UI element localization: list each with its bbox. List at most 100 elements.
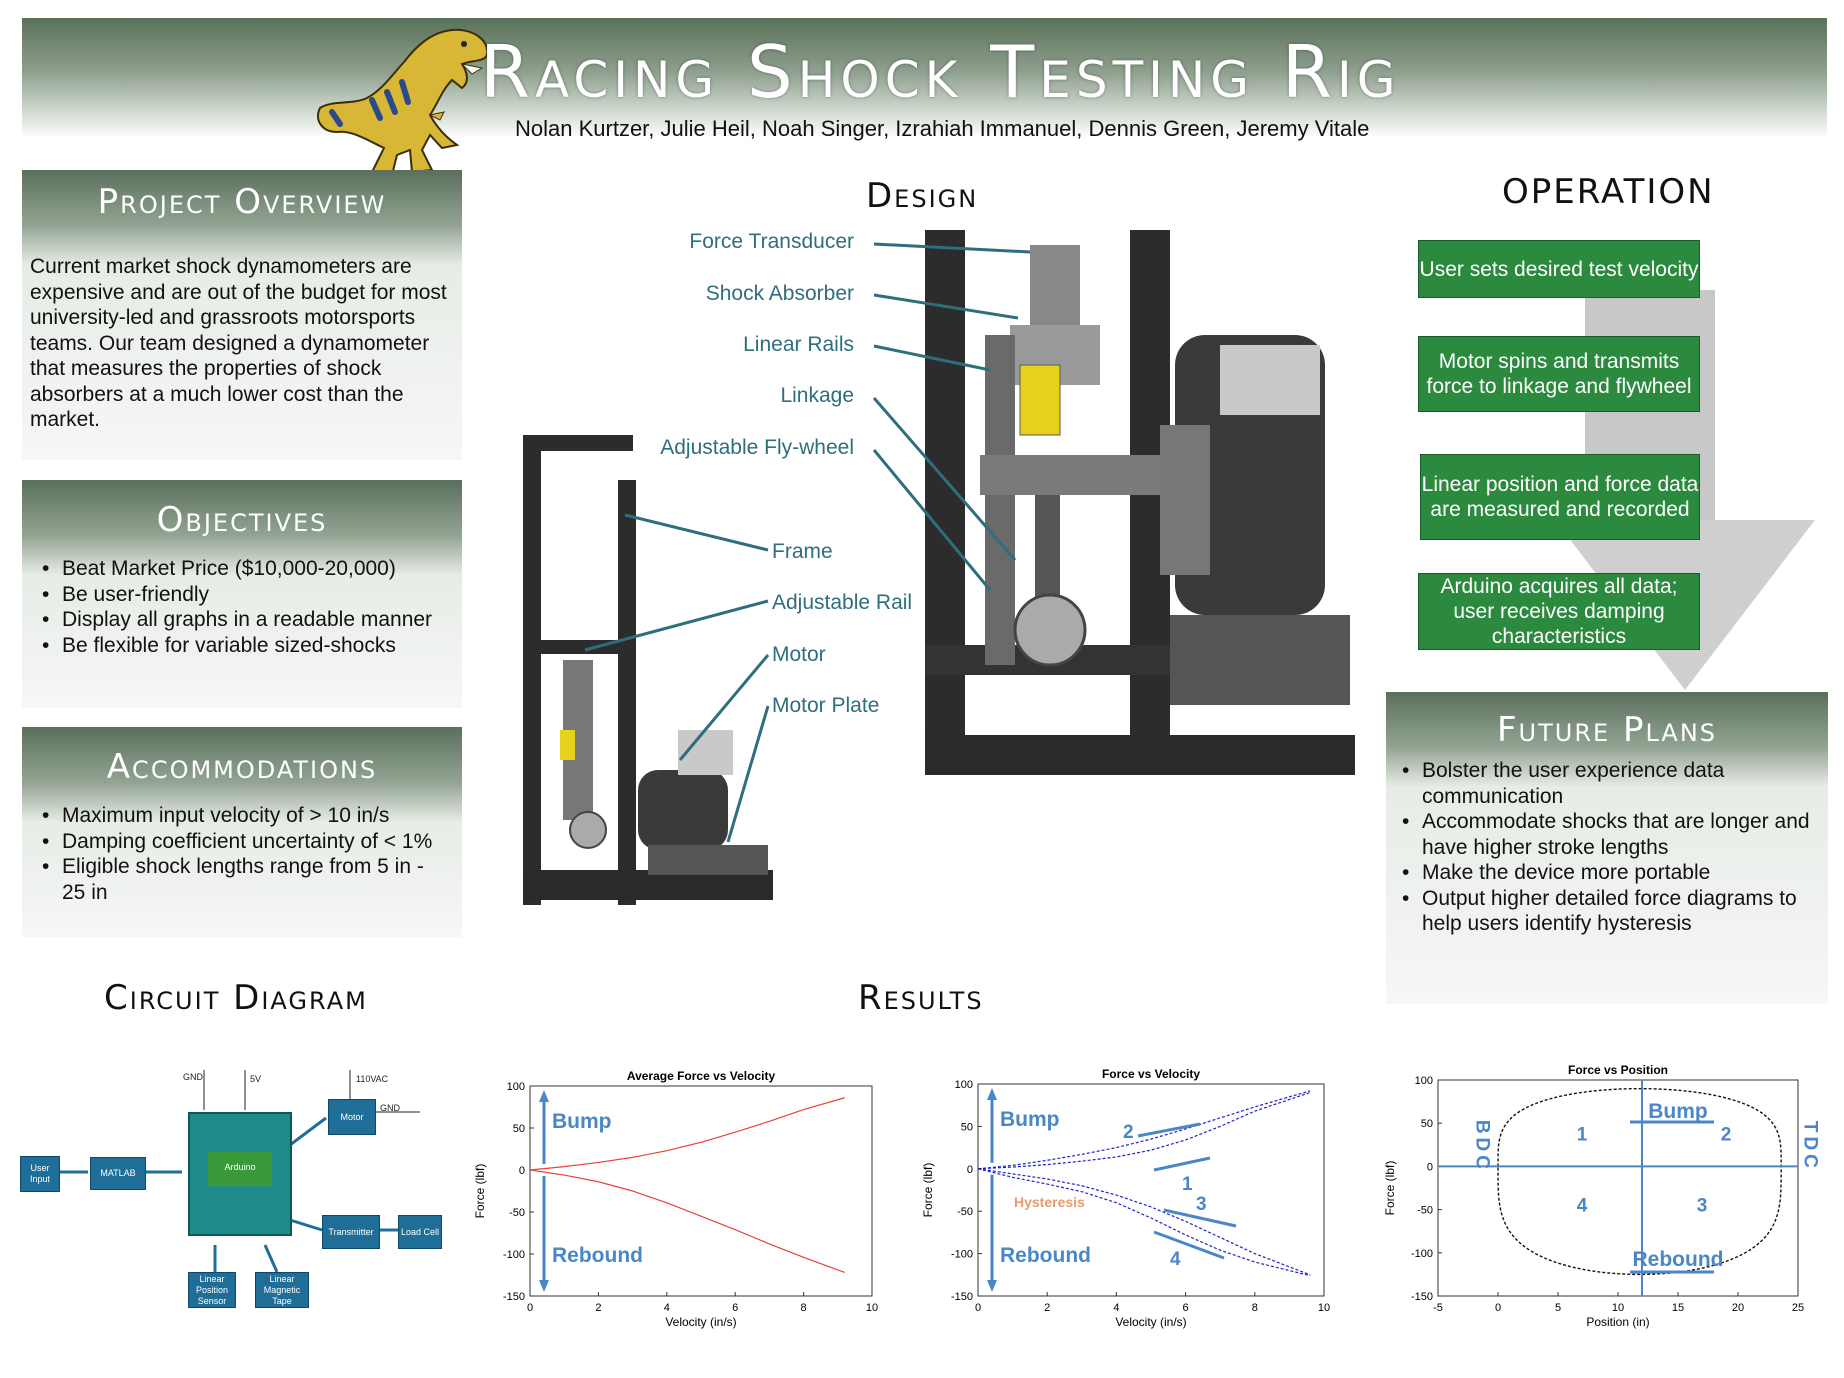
- objective-item: Beat Market Price ($10,000-20,000): [34, 556, 454, 582]
- accommodation-item: Damping coefficient uncertainty of < 1%: [34, 829, 462, 855]
- y-tick-label: -50: [509, 1207, 525, 1219]
- accommodations-title: Accommodations: [106, 747, 378, 787]
- circuit-diagram-title: Circuit Diagram: [104, 978, 368, 1018]
- chart-title: Force vs Position: [1568, 1063, 1668, 1077]
- data-series-line: [529, 1097, 845, 1171]
- x-tick-label: 10: [1612, 1302, 1624, 1314]
- rail-label-110vac: 110VAC: [356, 1074, 389, 1084]
- arduino-board: Arduino: [188, 1112, 292, 1236]
- rebound-arrowhead-icon: [987, 1280, 997, 1292]
- y-tick-label: 50: [513, 1123, 525, 1135]
- accommodation-item: Eligible shock lengths range from 5 in -…: [34, 854, 434, 905]
- y-tick-label: -100: [951, 1249, 973, 1261]
- circuit-box-motor: Motor: [328, 1099, 376, 1135]
- y-tick-label: -150: [1411, 1291, 1433, 1303]
- region-label-3: 3: [1196, 1194, 1207, 1215]
- y-tick-label: 100: [507, 1081, 525, 1093]
- y-tick-label: -150: [503, 1291, 525, 1303]
- quadrant-label-q1: 1: [1577, 1124, 1588, 1145]
- y-tick-label: 50: [961, 1121, 973, 1133]
- circuit-box-transmitter: Transmitter: [322, 1215, 380, 1249]
- y-tick-label: -50: [957, 1206, 973, 1218]
- project-overview-text: Current market shock dynamometers are ex…: [30, 255, 447, 431]
- rig-render-large: [925, 230, 1355, 775]
- x-tick-label: 4: [664, 1302, 670, 1314]
- authors: Nolan Kurtzer, Julie Heil, Noah Singer, …: [515, 116, 1370, 141]
- rebound-label: Rebound: [1000, 1244, 1091, 1267]
- x-tick-label: 8: [801, 1302, 807, 1314]
- x-tick-label: 2: [595, 1302, 601, 1314]
- label-linkage: Linkage: [780, 384, 854, 407]
- hysteresis-label: Hysteresis: [1014, 1194, 1085, 1210]
- future-plans-title: Future Plans: [1496, 710, 1718, 750]
- chart-title: Average Force vs Velocity: [627, 1069, 776, 1083]
- rail-label-gnd-2: GND: [380, 1103, 400, 1113]
- quadrant-label-q2: 2: [1721, 1124, 1732, 1145]
- label-frame: Frame: [772, 540, 833, 563]
- x-tick-label: 20: [1732, 1302, 1744, 1314]
- x-tick-label: 10: [1318, 1302, 1330, 1314]
- bump-arrowhead-icon: [539, 1090, 549, 1102]
- circuit-box-load-cell: Load Cell: [398, 1215, 442, 1249]
- objective-item: Be user-friendly: [34, 582, 454, 608]
- label-adjustable-flywheel: Adjustable Fly-wheel: [660, 436, 854, 459]
- accommodations-panel: Accommodations Maximum input velocity of…: [22, 727, 462, 937]
- direction-arrow-1-icon: [1153, 1156, 1211, 1172]
- y-axis-label: Force (lbf): [921, 1163, 935, 1218]
- tdc-label: TDC: [1800, 1121, 1821, 1172]
- x-tick-label: 8: [1252, 1302, 1258, 1314]
- y-tick-label: -150: [951, 1291, 973, 1303]
- y-tick-label: 50: [1421, 1118, 1433, 1130]
- bump-arrowhead-icon: [987, 1088, 997, 1100]
- data-series-line: [977, 1091, 1311, 1170]
- operation-title: OPERATION: [1502, 172, 1715, 212]
- rebound-label: Rebound: [552, 1244, 643, 1267]
- quadrant-label-q4: 4: [1577, 1195, 1588, 1216]
- direction-arrow-4-icon: [1153, 1230, 1225, 1260]
- y-tick-label: -100: [1411, 1248, 1433, 1260]
- label-motor-plate: Motor Plate: [772, 694, 880, 717]
- future-plan-item: Bolster the user experience data communi…: [1394, 758, 1734, 809]
- chart-title: Force vs Velocity: [1102, 1067, 1200, 1081]
- operation-step-1: User sets desired test velocity: [1418, 240, 1700, 298]
- results-title: Results: [858, 978, 984, 1018]
- objective-item: Be flexible for variable sized-shocks: [34, 633, 454, 659]
- y-tick-label: 100: [955, 1079, 973, 1091]
- y-tick-label: 0: [519, 1165, 525, 1177]
- x-tick-label: 10: [866, 1302, 878, 1314]
- x-tick-label: 6: [1183, 1302, 1189, 1314]
- arduino-chip: [208, 1152, 272, 1186]
- y-axis-label: Force (lbf): [473, 1164, 487, 1219]
- x-tick-label: 4: [1113, 1302, 1119, 1314]
- future-plan-item: Output higher detailed force diagrams to…: [1394, 886, 1824, 937]
- x-axis-label: Velocity (in/s): [1115, 1315, 1186, 1329]
- y-tick-label: -50: [1417, 1205, 1433, 1217]
- plot-area: [1437, 1079, 1799, 1297]
- bump-label: Bump: [1000, 1108, 1060, 1131]
- future-plan-item: Accommodate shocks that are longer and h…: [1394, 809, 1824, 860]
- data-series-line: [529, 1169, 845, 1274]
- operation-step-2: Motor spins and transmits force to linka…: [1418, 336, 1700, 412]
- direction-arrow-3-icon: [1163, 1208, 1237, 1228]
- circuit-box-linear-magnetic-tape: Linear Magnetic Tape: [255, 1272, 309, 1308]
- circuit-box-matlab: MATLAB: [90, 1157, 146, 1190]
- objectives-panel: Objectives Beat Market Price ($10,000-20…: [22, 480, 462, 708]
- circuit-box-linear-position-sensor: Linear Position Sensor: [188, 1272, 236, 1308]
- data-series-line: [977, 1168, 1311, 1276]
- quadrant-label-q3: 3: [1697, 1195, 1708, 1216]
- x-tick-label: -5: [1433, 1302, 1443, 1314]
- x-tick-label: 0: [975, 1302, 981, 1314]
- accommodation-item: Maximum input velocity of > 10 in/s: [34, 803, 462, 829]
- objectives-title: Objectives: [156, 500, 328, 540]
- x-tick-label: 2: [1044, 1302, 1050, 1314]
- design-title: Design: [866, 176, 979, 216]
- rebound-label: Rebound: [1633, 1248, 1724, 1271]
- future-plan-item: Make the device more portable: [1394, 860, 1824, 886]
- rail-label-5v: 5V: [250, 1074, 262, 1084]
- project-overview-title: Project Overview: [97, 182, 387, 222]
- x-tick-label: 6: [732, 1302, 738, 1314]
- y-tick-label: 100: [1415, 1075, 1433, 1087]
